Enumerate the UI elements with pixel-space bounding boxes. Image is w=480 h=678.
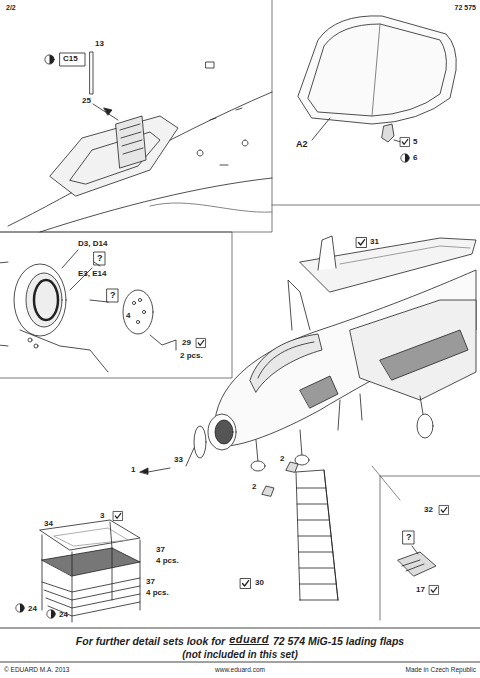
wheel-view xyxy=(0,250,176,372)
callout-number: 24 xyxy=(59,611,68,619)
part-code: E3, E14 xyxy=(78,270,106,278)
work-stand xyxy=(40,520,140,622)
callout-number: 17 xyxy=(416,586,425,594)
callout-number: 24 xyxy=(28,605,37,613)
callout-number: 37 xyxy=(156,546,165,554)
ladder-rung xyxy=(298,536,331,537)
callout-number: 5 xyxy=(413,138,417,146)
ladder-rung xyxy=(297,504,328,505)
callout-number: 30 xyxy=(255,579,264,587)
callout-number: 6 xyxy=(413,154,417,162)
brand-logo: eduard xyxy=(229,634,269,645)
set-number: 72 575 xyxy=(455,4,476,11)
callout-number: 37 xyxy=(146,578,155,586)
ladder xyxy=(262,462,338,600)
callout-number: 2 xyxy=(252,483,256,491)
part-code: A2 xyxy=(296,140,308,149)
footer-note: (not included in this set) xyxy=(182,650,298,660)
callout-number: 29 xyxy=(182,339,191,347)
copyright: © EDUARD M.A. 2013 xyxy=(4,667,69,674)
ladder-rung xyxy=(299,568,335,569)
callout-number: 25 xyxy=(82,97,91,105)
page-number: 2/2 xyxy=(6,4,16,11)
stand-step xyxy=(44,586,140,600)
ladder-rung xyxy=(298,520,330,521)
origin-note: Made in Czech Republic xyxy=(406,667,476,674)
stand-steps xyxy=(42,578,140,616)
footer-note: For further detail sets look for xyxy=(76,636,225,647)
ladder-rung xyxy=(297,488,326,489)
callout-number: 33 xyxy=(174,456,183,464)
cockpit-view xyxy=(8,52,272,232)
panel-frames xyxy=(0,0,480,662)
footer-note: 72 574 MiG-15 lading flaps xyxy=(273,636,404,647)
part-box xyxy=(60,53,85,66)
mig15-aircraft xyxy=(140,236,476,474)
part-code: C15 xyxy=(63,55,78,63)
callout-number: 31 xyxy=(370,238,379,246)
callout-number: 34 xyxy=(44,520,53,528)
stand-step xyxy=(42,578,140,592)
ladder-rung xyxy=(299,552,333,553)
quantity-note: 2 pcs. xyxy=(180,352,203,360)
unknown-mark: ? xyxy=(406,533,412,542)
quantity-note: 4 pcs. xyxy=(156,557,179,565)
part-code: D3, D14 xyxy=(78,240,107,248)
web-address: www.eduard.com xyxy=(215,667,265,674)
callout-number: 13 xyxy=(95,40,104,48)
ladder-rungs xyxy=(297,488,337,584)
detail-17 xyxy=(372,466,436,576)
callout-number: 1 xyxy=(131,466,135,474)
unknown-mark: ? xyxy=(110,291,116,300)
unknown-mark: ? xyxy=(97,254,103,263)
callout-number: 3 xyxy=(100,512,104,520)
ladder-rung xyxy=(300,584,337,585)
stand-step xyxy=(46,594,140,608)
canopy-view xyxy=(298,16,456,144)
callout-number: 2 xyxy=(280,455,284,463)
callout-number: 32 xyxy=(424,506,433,514)
callout-number: 4 xyxy=(126,312,130,320)
quantity-note: 4 pcs. xyxy=(146,589,169,597)
